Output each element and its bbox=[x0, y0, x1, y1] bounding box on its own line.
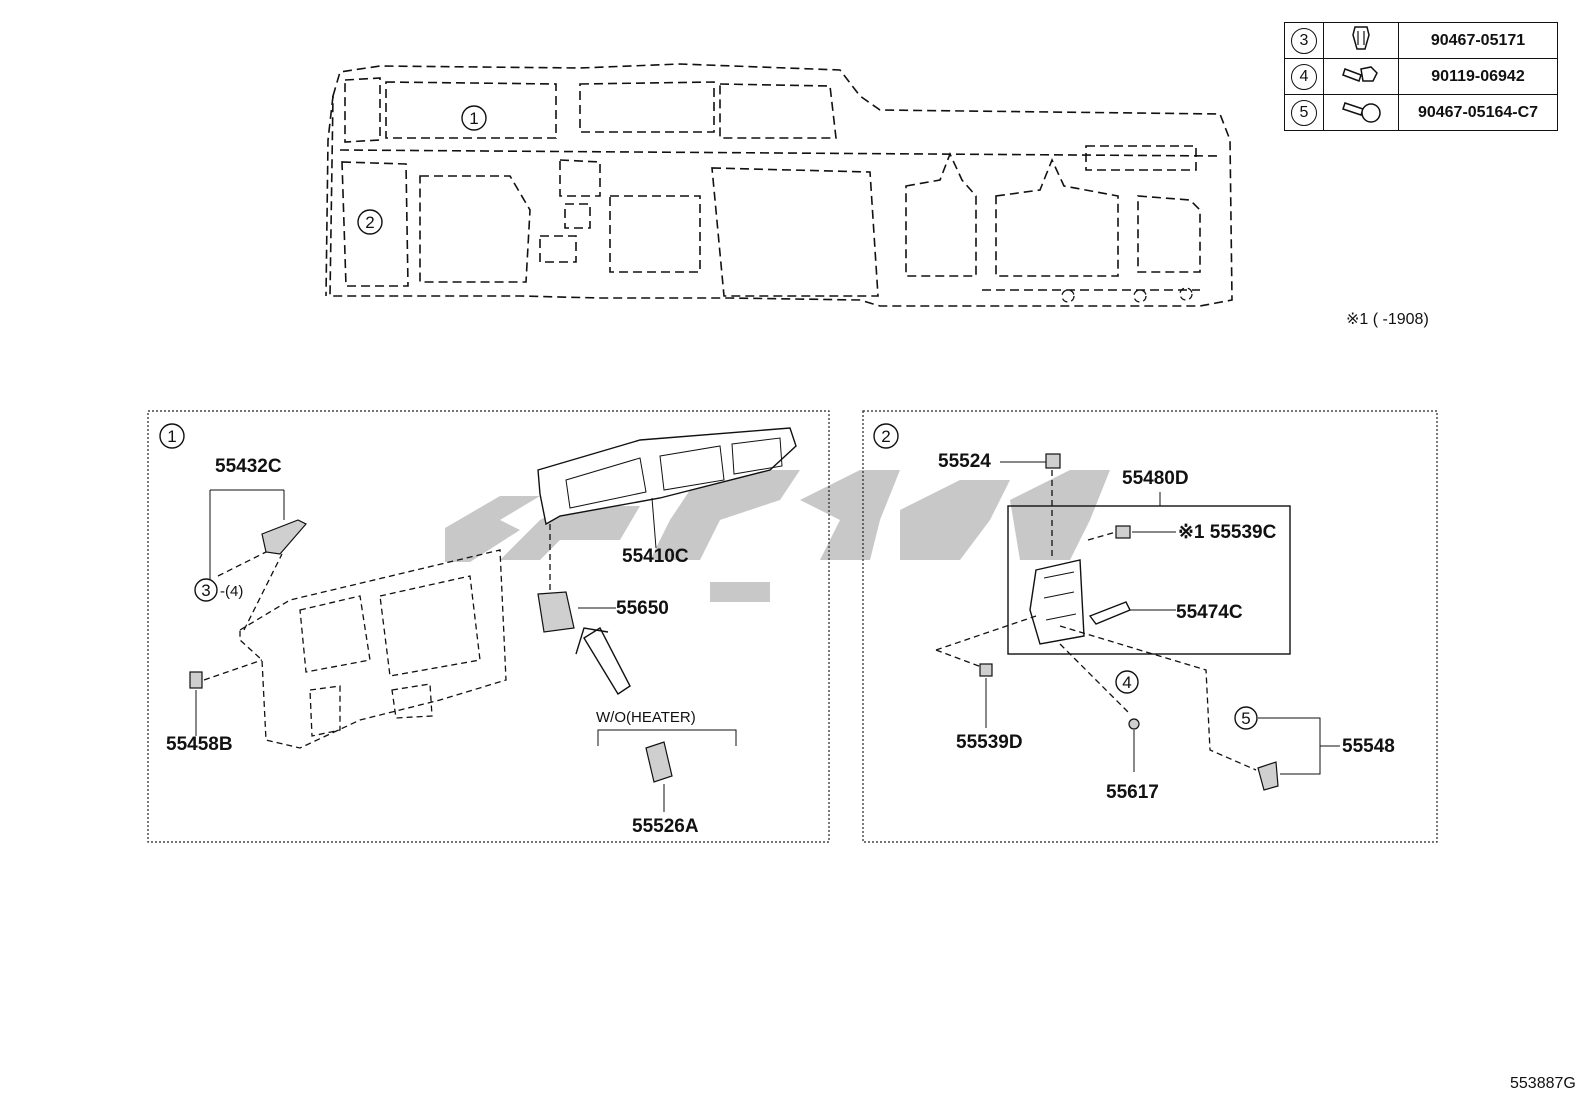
svg-text:55650: 55650 bbox=[616, 598, 669, 619]
part-55539C[interactable] bbox=[1115, 525, 1131, 539]
svg-text:-(4): -(4) bbox=[220, 583, 243, 600]
part-55548[interactable] bbox=[1257, 761, 1279, 791]
bolt-icon bbox=[1323, 58, 1399, 95]
svg-text:55548: 55548 bbox=[1342, 736, 1395, 757]
part-55526A[interactable] bbox=[645, 741, 673, 783]
svg-text:1: 1 bbox=[469, 109, 478, 128]
part-55539D[interactable] bbox=[979, 663, 993, 677]
part-number: 90467-05164-C7 bbox=[1398, 94, 1558, 131]
part-number: 90467-05171 bbox=[1398, 22, 1558, 59]
table-row: 4 90119-06942 bbox=[1284, 58, 1558, 95]
overview-callout-2: 2 bbox=[357, 209, 383, 235]
part-55480D[interactable] bbox=[1029, 559, 1085, 645]
svg-text:55539D: 55539D bbox=[956, 732, 1023, 753]
svg-text:3: 3 bbox=[201, 581, 210, 600]
part-55458B[interactable] bbox=[189, 671, 203, 689]
svg-text:55617: 55617 bbox=[1106, 782, 1159, 803]
part-55410C[interactable] bbox=[537, 427, 797, 526]
svg-text:55526A: 55526A bbox=[632, 816, 699, 837]
overview-callout-1: 1 bbox=[461, 105, 487, 131]
part-55650[interactable] bbox=[537, 591, 575, 633]
fastener-table: 3 90467-05171 4 90119-06942 5 90467-0516… bbox=[1284, 22, 1558, 131]
svg-text:2: 2 bbox=[365, 213, 374, 232]
table-row: 5 90467-05164-C7 bbox=[1284, 94, 1558, 131]
ref-number: 3 bbox=[1291, 27, 1317, 54]
svg-text:55432C: 55432C bbox=[215, 456, 282, 477]
push-rivet-icon bbox=[1323, 94, 1399, 131]
clip-icon bbox=[1323, 22, 1399, 59]
part-55474C[interactable] bbox=[1088, 601, 1131, 625]
ref-number: 5 bbox=[1291, 99, 1317, 126]
svg-text:4: 4 bbox=[1122, 673, 1131, 692]
svg-text:※1 55539C: ※1 55539C bbox=[1178, 522, 1277, 543]
svg-text:5: 5 bbox=[1241, 709, 1250, 728]
watermark-logo bbox=[445, 470, 1110, 602]
svg-text:55474C: 55474C bbox=[1176, 602, 1243, 623]
footnote: ※1 ( -1908) bbox=[1346, 311, 1429, 328]
part-number: 90119-06942 bbox=[1398, 58, 1558, 95]
svg-text:55524: 55524 bbox=[938, 451, 991, 472]
part-55432C[interactable] bbox=[261, 519, 307, 555]
part-55524[interactable] bbox=[1045, 453, 1061, 469]
ref-number: 4 bbox=[1291, 63, 1317, 90]
svg-text:55480D: 55480D bbox=[1122, 468, 1189, 489]
diagram-code: 553887G bbox=[1510, 1075, 1576, 1092]
svg-text:1: 1 bbox=[167, 427, 176, 446]
panel-1: 1 55432C 3 -(4) 55458B 55410C 55650 bbox=[147, 410, 830, 843]
dashboard-overview bbox=[325, 63, 1233, 307]
svg-text:2: 2 bbox=[881, 427, 890, 446]
svg-text:55410C: 55410C bbox=[622, 546, 689, 567]
panel-2: 2 55524 55480D ※1 55539C 55474C 55539D bbox=[862, 410, 1438, 843]
svg-text:W/O(HEATER): W/O(HEATER) bbox=[596, 709, 696, 726]
table-row: 3 90467-05171 bbox=[1284, 22, 1558, 59]
svg-text:55458B: 55458B bbox=[166, 734, 233, 755]
part-55617[interactable] bbox=[1128, 718, 1140, 730]
